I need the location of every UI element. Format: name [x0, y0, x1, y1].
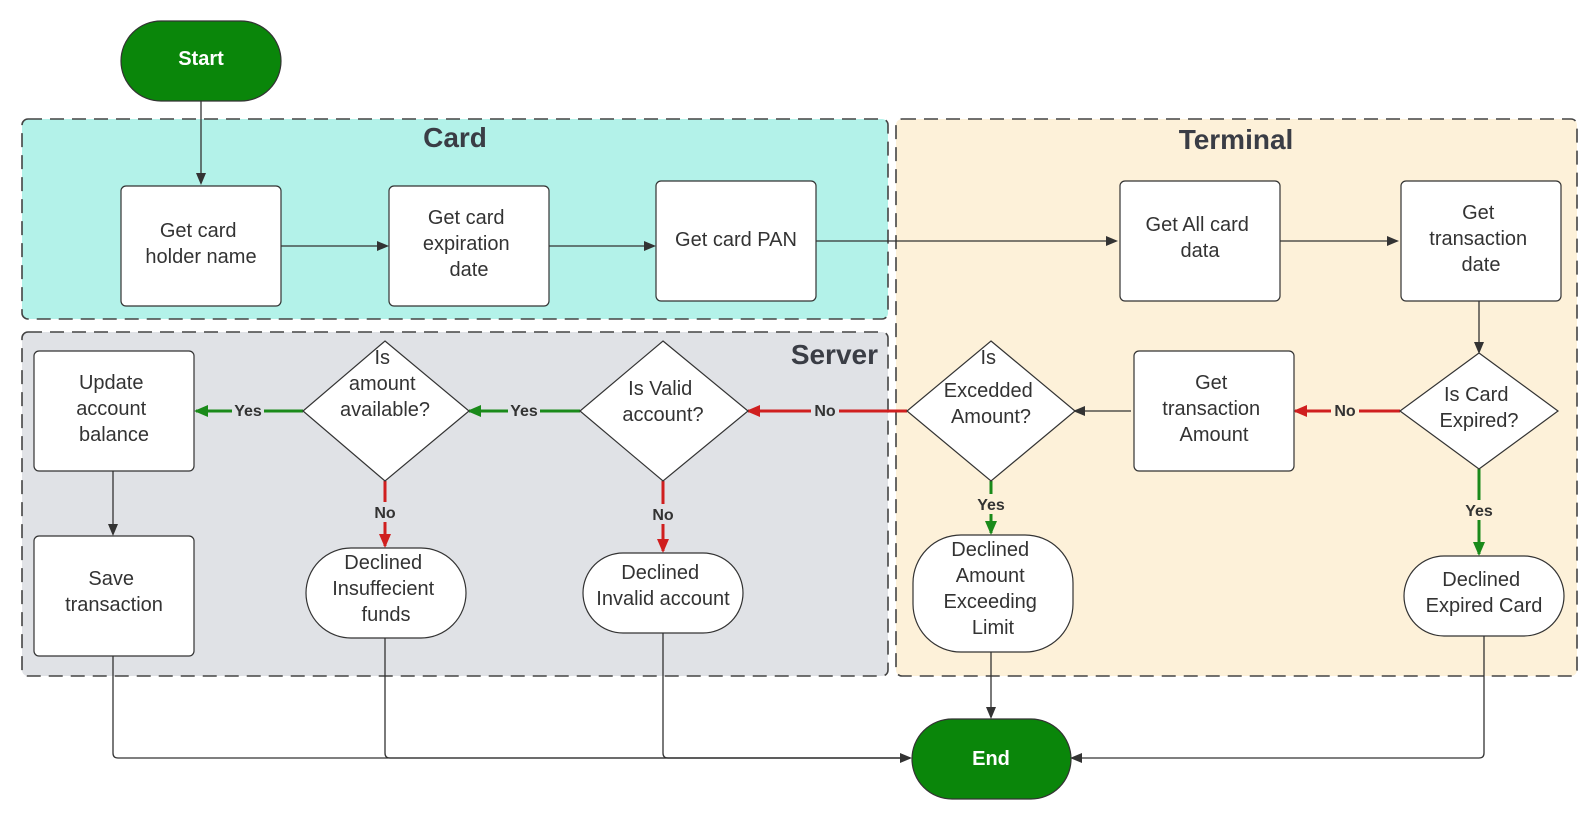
node-declined-funds[interactable]: Declined Insuffecient funds	[305, 547, 467, 639]
node-declined-funds-text: Declined Insuffecient funds	[332, 552, 440, 626]
decision-is-valid-account[interactable]: Is Valid account?	[579, 340, 749, 482]
lane-card-title: Card	[423, 122, 487, 153]
edge-funds-end	[384, 638, 910, 759]
label-no-funds: No	[374, 505, 396, 522]
node-declined-expired[interactable]: Declined Expired Card	[1403, 555, 1565, 637]
node-save-tx[interactable]: Save transaction	[33, 535, 195, 657]
label-yes-update: Yes	[234, 403, 262, 420]
decision-is-amount-available[interactable]: Is amount available?	[302, 340, 470, 482]
end-label: End	[972, 748, 1010, 770]
node-get-holder-name-text: Get card holder name	[145, 220, 256, 268]
node-get-tx-date-text: Get transaction date	[1429, 202, 1532, 276]
label-yes-available: Yes	[510, 403, 538, 420]
node-update-balance-text: Update account balance	[76, 372, 152, 446]
node-declined-limit-text: Declined Amount Exceeding Limit	[944, 539, 1043, 639]
label-no-invalid: No	[652, 507, 674, 524]
edge-invalid-end	[662, 633, 910, 759]
node-declined-expired-text: Declined Expired Card	[1426, 569, 1543, 617]
node-get-tx-date[interactable]: Get transaction date	[1400, 180, 1562, 302]
label-no-expired: No	[1334, 403, 1356, 420]
decision-is-card-expired-text: Is Card Expired?	[1440, 384, 1519, 432]
edge-labels: Yes Yes No No No No Yes Yes	[232, 400, 1496, 524]
lane-server-title: Server	[791, 339, 878, 370]
node-get-tx-amount-text: Get transaction Amount	[1162, 372, 1265, 446]
edge-save-end	[112, 655, 912, 763]
edge-expiredcard-end	[1070, 636, 1485, 763]
decision-is-card-expired[interactable]: Is Card Expired?	[1398, 352, 1560, 470]
decision-is-amount-available-text: Is amount available?	[340, 347, 430, 421]
node-get-pan-text: Get card PAN	[675, 229, 797, 251]
connectors	[108, 101, 1485, 763]
decision-is-exceeded[interactable]: Is Excedded Amount?	[906, 340, 1076, 482]
lane-terminal-title: Terminal	[1179, 124, 1294, 155]
decision-is-valid-account-text: Is Valid account?	[622, 378, 703, 426]
node-declined-invalid[interactable]: Declined Invalid account	[582, 552, 744, 634]
label-yes-limit: Yes	[977, 497, 1005, 514]
node-declined-limit[interactable]: Declined Amount Exceeding Limit	[912, 534, 1074, 653]
label-yes-expired: Yes	[1465, 503, 1493, 520]
node-get-tx-amount[interactable]: Get transaction Amount	[1133, 350, 1295, 472]
node-get-holder-name[interactable]: Get card holder name	[120, 185, 282, 307]
node-update-balance[interactable]: Update account balance	[33, 350, 195, 472]
node-declined-invalid-text: Declined Invalid account	[596, 562, 730, 610]
start-terminal[interactable]: Start	[120, 20, 282, 102]
node-get-expiration-text: Get card expiration date	[423, 207, 515, 281]
decision-is-exceeded-text: Is Excedded Amount?	[944, 347, 1039, 428]
node-get-all-data[interactable]: Get All card data	[1119, 180, 1281, 302]
label-no-valid: No	[814, 403, 836, 420]
node-get-all-data-text: Get All card data	[1146, 214, 1255, 262]
start-label: Start	[178, 48, 224, 70]
end-terminal[interactable]: End	[911, 718, 1072, 800]
node-get-expiration[interactable]: Get card expiration date	[388, 185, 550, 307]
node-get-pan[interactable]: Get card PAN	[655, 180, 817, 302]
node-save-tx-text: Save transaction	[65, 568, 163, 616]
